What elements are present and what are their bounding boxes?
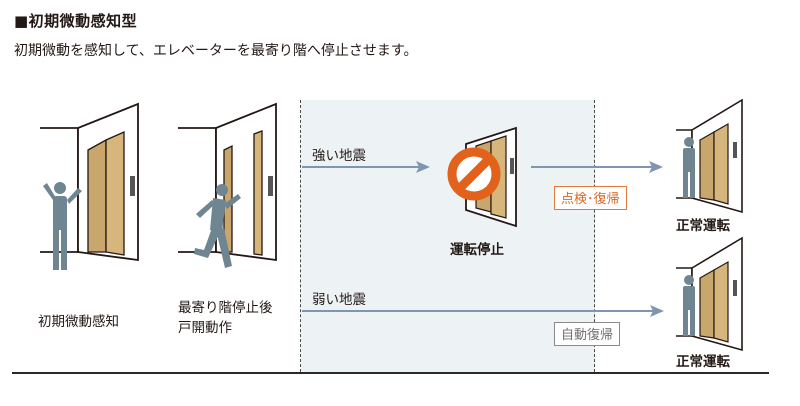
step-2-label-line1: 最寄り階停止後 [178, 300, 273, 316]
strong-quake-label: 強い地震 [312, 148, 366, 164]
auto-recovery-badge: 自動復帰 [554, 322, 621, 346]
elevator-icon [178, 102, 277, 262]
normal-operation-label-top: 正常運転 [676, 218, 730, 234]
arrow-right-icon [302, 305, 664, 317]
earthquake-branch-panel [301, 100, 595, 372]
baseline-rule [12, 372, 769, 374]
person-surprised-icon [43, 182, 82, 270]
normal-operation-label-bottom: 正常運転 [676, 354, 730, 370]
operation-stop-label: 運転停止 [450, 242, 504, 258]
prohibit-icon [447, 147, 501, 201]
elevator-icon [676, 98, 743, 214]
right-dashed-divider [594, 100, 595, 372]
step-2-label-line2: 戸開動作 [178, 320, 232, 336]
inspection-recovery-badge: 点検･復帰 [554, 186, 627, 210]
elevator-icon [40, 102, 139, 262]
diagram-subtitle: 初期微動を感知して、エレベーターを最寄り階へ停止させます。 [14, 43, 418, 59]
weak-quake-label: 弱い地震 [312, 292, 366, 308]
left-dashed-divider [300, 100, 301, 372]
diagram-title: ■初期微動感知型 [14, 12, 138, 30]
person-standing-icon [683, 137, 695, 198]
step-1-label: 初期微動感知 [38, 314, 119, 330]
person-standing-icon [683, 275, 695, 336]
person-running-icon [194, 184, 241, 268]
arrow-right-icon [302, 161, 430, 173]
arrow-right-icon [531, 161, 663, 173]
